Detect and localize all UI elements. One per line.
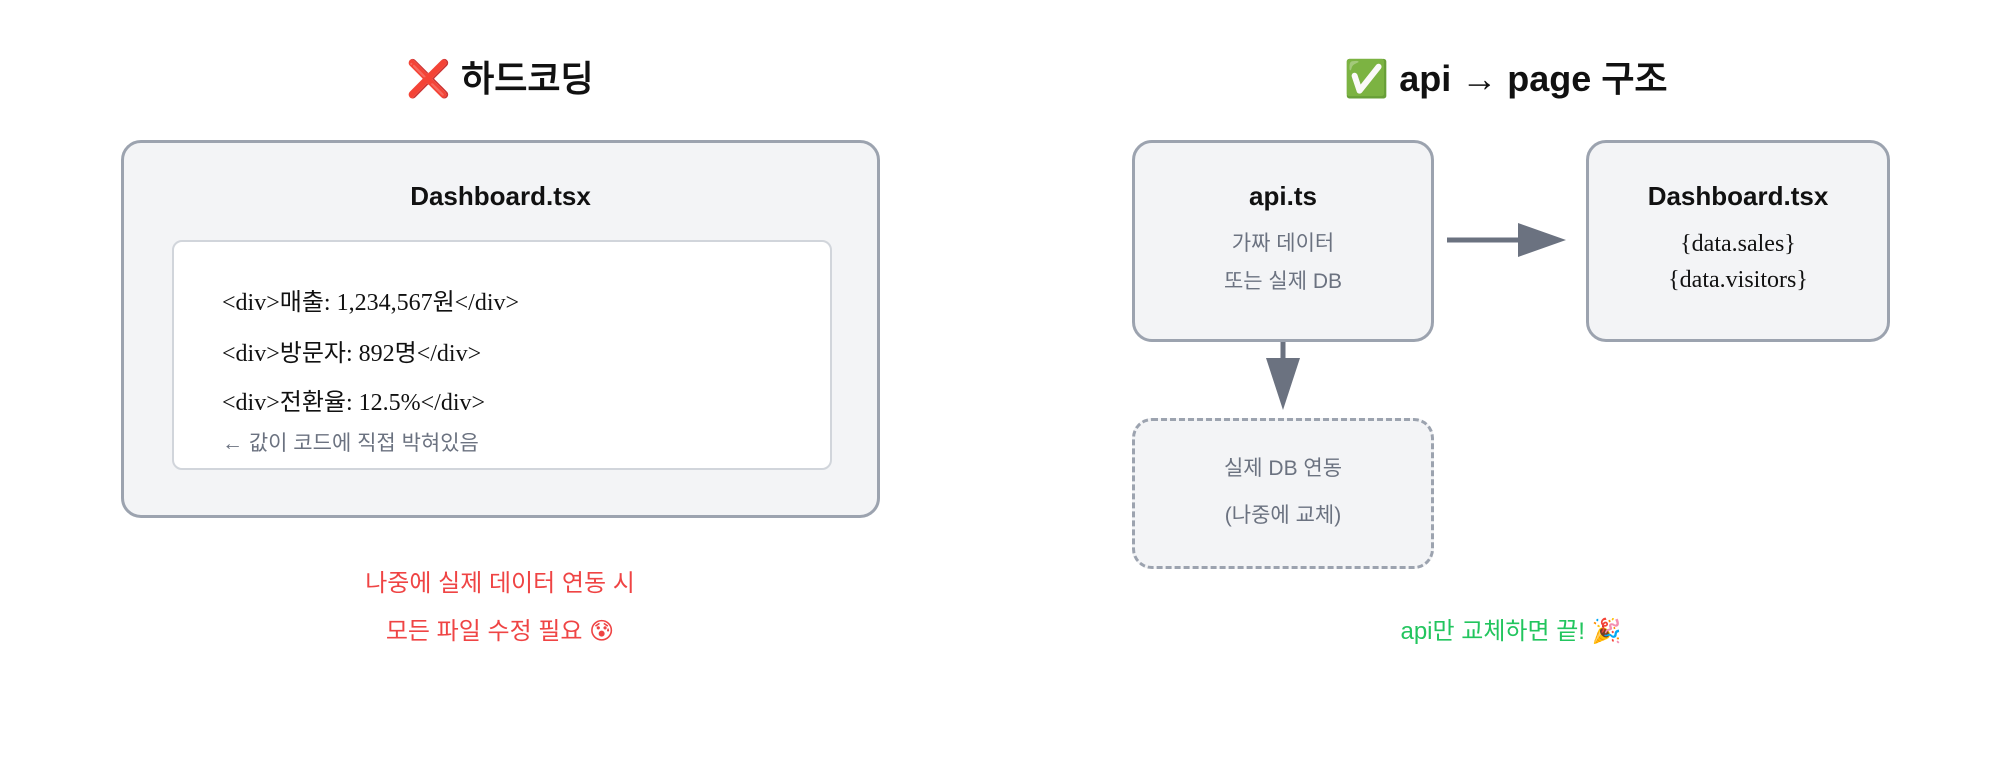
box-line: 가짜 데이터	[1231, 232, 1335, 255]
box-line: (나중에 교체)	[1224, 504, 1342, 527]
success-message: api만 교체하면 끝! 🎉	[1400, 618, 1622, 645]
hardcoding-title: ❌ 하드코딩	[406, 50, 593, 102]
code-panel: <div>매출: 1,234,567원</div> <div>방문자: 892명…	[172, 240, 832, 470]
box-line: {data.visitors}	[1668, 267, 1808, 293]
code-line: <div>매출: 1,234,567원</div>	[222, 290, 520, 316]
hardcoding-title-text: 하드코딩	[461, 58, 594, 99]
warning-line: 모든 파일 수정 필요 😰	[385, 618, 615, 645]
hardcoded-note: ← 값이 코드에 직접 박혀있음	[222, 432, 479, 455]
box-line: 실제 DB 연동	[1223, 457, 1343, 480]
box-line: {data.sales}	[1680, 231, 1796, 257]
right-arrow-icon	[1447, 223, 1566, 257]
real-db-future-box: 실제 DB 연동 (나중에 교체)	[1132, 418, 1434, 569]
warning-line: 나중에 실제 데이터 연동 시	[365, 570, 635, 597]
box-title: Dashboard.tsx	[1647, 181, 1829, 211]
down-arrow-icon	[1266, 342, 1300, 410]
check-icon: ✅	[1344, 58, 1390, 99]
box-title: api.ts	[1249, 181, 1317, 211]
code-line: <div>전환율: 12.5%</div>	[222, 390, 486, 416]
api-structure-title: ✅ api → page 구조	[1344, 50, 1667, 102]
box-line: 또는 실제 DB	[1223, 270, 1343, 293]
warning-message: 나중에 실제 데이터 연동 시 모든 파일 수정 필요 😰	[365, 560, 635, 656]
box-title: Dashboard.tsx	[410, 181, 591, 211]
api-structure-title-text: api → page 구조	[1399, 58, 1668, 99]
api-ts-box: api.ts 가짜 데이터 또는 실제 DB	[1132, 140, 1434, 342]
dashboard-box: Dashboard.tsx {data.sales} {data.visitor…	[1586, 140, 1890, 342]
code-line: <div>방문자: 892명</div>	[222, 341, 482, 367]
dashboard-hardcoded-box: Dashboard.tsx <div>매출: 1,234,567원</div> …	[121, 140, 880, 518]
cross-icon: ❌	[406, 58, 452, 99]
